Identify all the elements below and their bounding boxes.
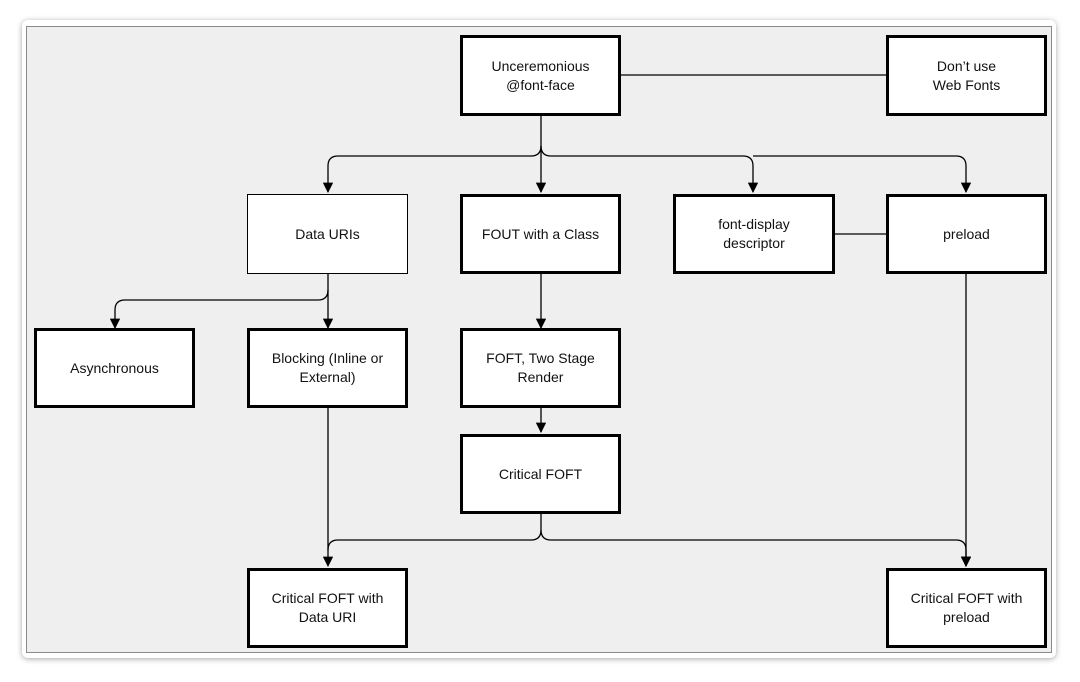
node-preload: preload — [886, 194, 1047, 274]
edge-unceremonious-preload — [753, 155, 972, 194]
node-critical-foft-with-data-uri: Critical FOFT with Data URI — [247, 568, 408, 648]
node-blocking-inline-or-external: Blocking (Inline or External) — [247, 328, 408, 408]
node-font-display-descriptor: font-display descriptor — [673, 194, 835, 274]
node-critical-foft-with-preload: Critical FOFT with preload — [886, 568, 1047, 648]
node-asynchronous: Asynchronous — [34, 328, 195, 408]
edge-unceremonious-fontdisplay — [540, 145, 759, 194]
edge-critical-split — [327, 514, 542, 551]
edge-unceremonious-trunk — [322, 116, 542, 194]
node-dont-use-web-fonts: Don’t use Web Fonts — [886, 35, 1047, 116]
edge-critical-preloadbranch — [540, 529, 972, 568]
node-fout-with-a-class: FOUT with a Class — [460, 194, 621, 274]
node-foft-two-stage-render: FOFT, Two Stage Render — [460, 328, 621, 408]
node-unceremonious-font-face: Unceremonious @font-face — [460, 35, 621, 116]
node-critical-foft: Critical FOFT — [460, 434, 621, 514]
edge-datauris-async — [109, 274, 329, 330]
node-data-uris: Data URIs — [247, 194, 408, 274]
